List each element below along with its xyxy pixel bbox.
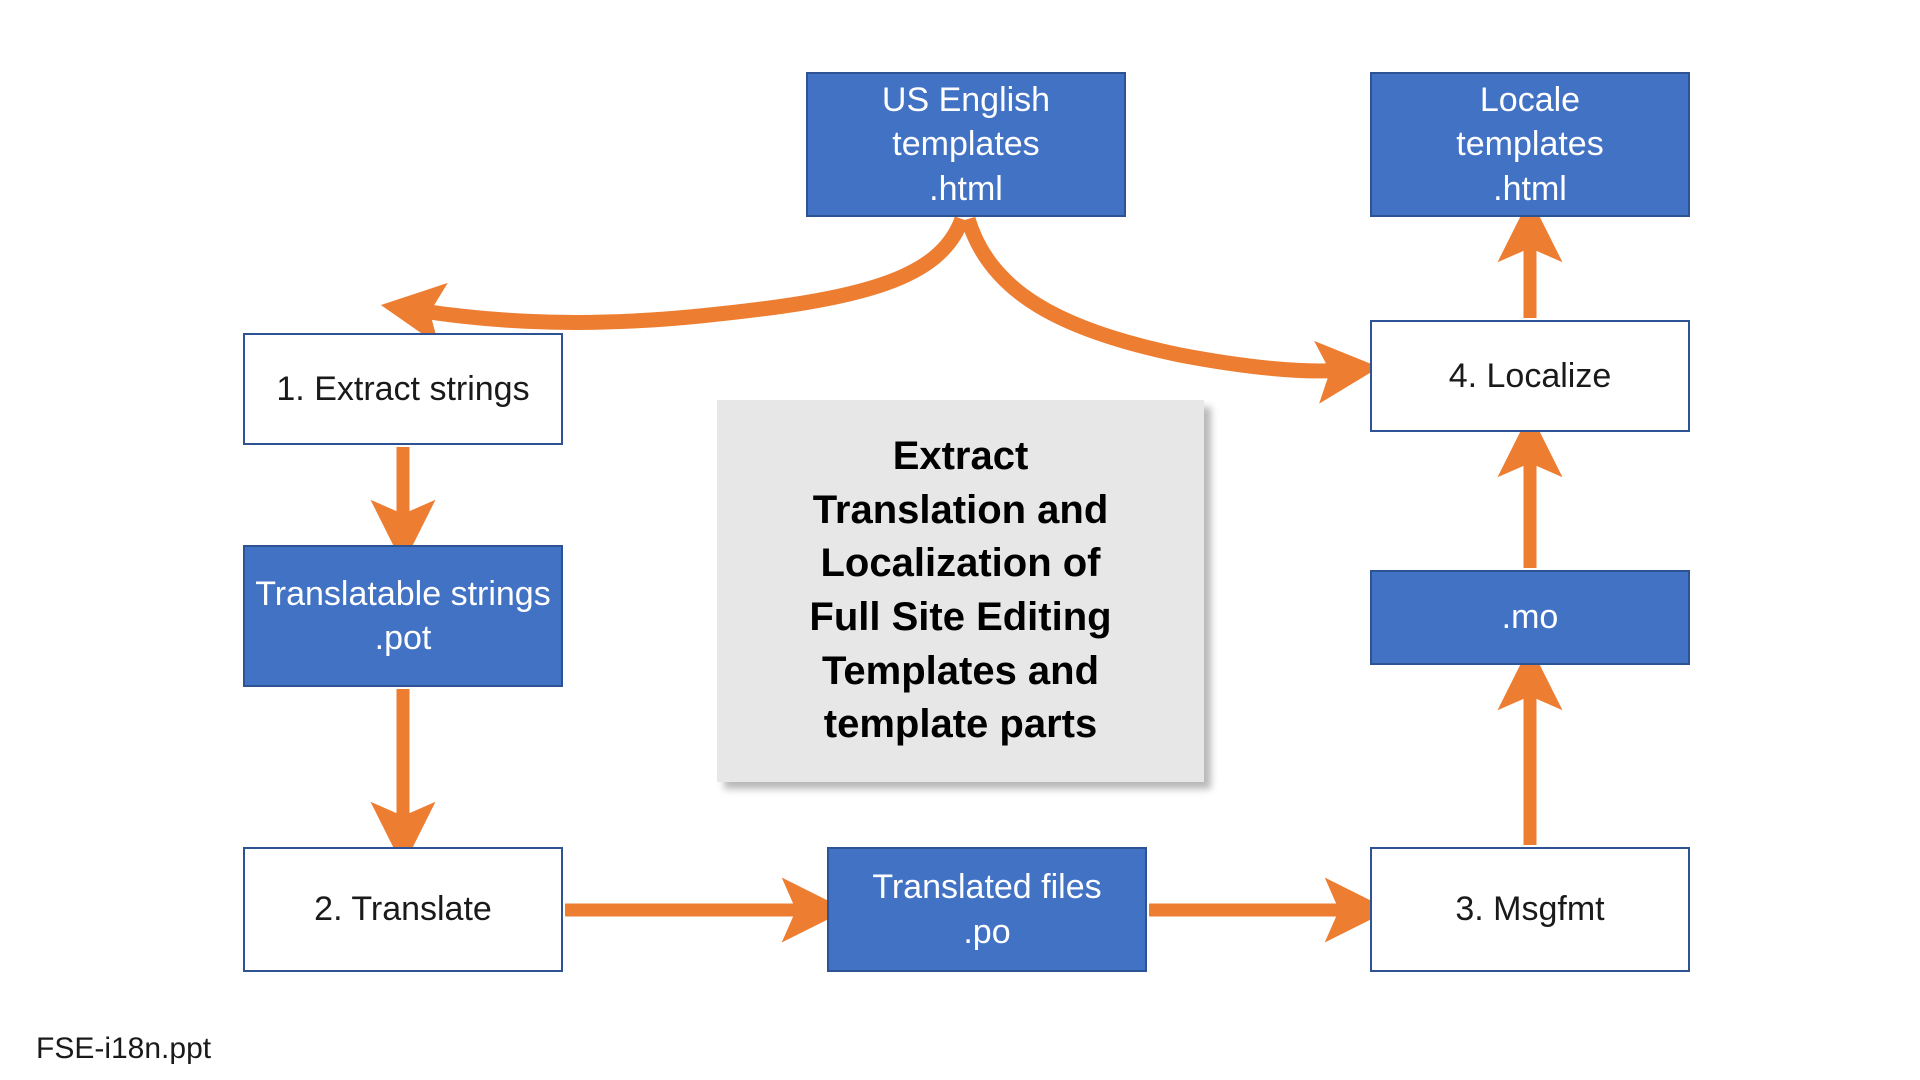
diagram-title-callout: Extract Translation and Localization of …	[717, 400, 1204, 782]
node-label: Translatable strings .pot	[255, 574, 551, 657]
node-translated-files-po[interactable]: Translated files .po	[827, 847, 1147, 972]
node-mo-file[interactable]: .mo	[1370, 570, 1690, 665]
node-locale-templates[interactable]: Locale templates .html	[1370, 72, 1690, 217]
source-filename-label: FSE-i18n.ppt	[36, 1032, 211, 1066]
source-filename-text: FSE-i18n.ppt	[36, 1032, 212, 1065]
diagram-title-text: Extract Translation and Localization of …	[809, 434, 1112, 747]
node-step-3-msgfmt[interactable]: 3. Msgfmt	[1370, 847, 1690, 972]
node-step-2-translate[interactable]: 2. Translate	[243, 847, 563, 972]
node-us-english-templates[interactable]: US English templates .html	[806, 72, 1126, 217]
node-label: Translated files .po	[872, 868, 1102, 951]
arrow-us-english-to-localize	[960, 216, 1380, 404]
node-label: 1. Extract strings	[276, 369, 530, 408]
node-step-4-localize[interactable]: 4. Localize	[1370, 320, 1690, 432]
node-label: 2. Translate	[314, 890, 492, 929]
arrow-us-english-to-extract-strings	[380, 216, 970, 346]
node-label: 4. Localize	[1448, 356, 1612, 395]
node-step-1-extract-strings[interactable]: 1. Extract strings	[243, 333, 563, 445]
node-label: US English templates .html	[881, 81, 1051, 208]
node-label: Locale templates .html	[1456, 81, 1604, 208]
node-label: .mo	[1501, 598, 1559, 637]
node-translatable-strings-pot[interactable]: Translatable strings .pot	[243, 545, 563, 687]
node-label: 3. Msgfmt	[1455, 890, 1605, 929]
